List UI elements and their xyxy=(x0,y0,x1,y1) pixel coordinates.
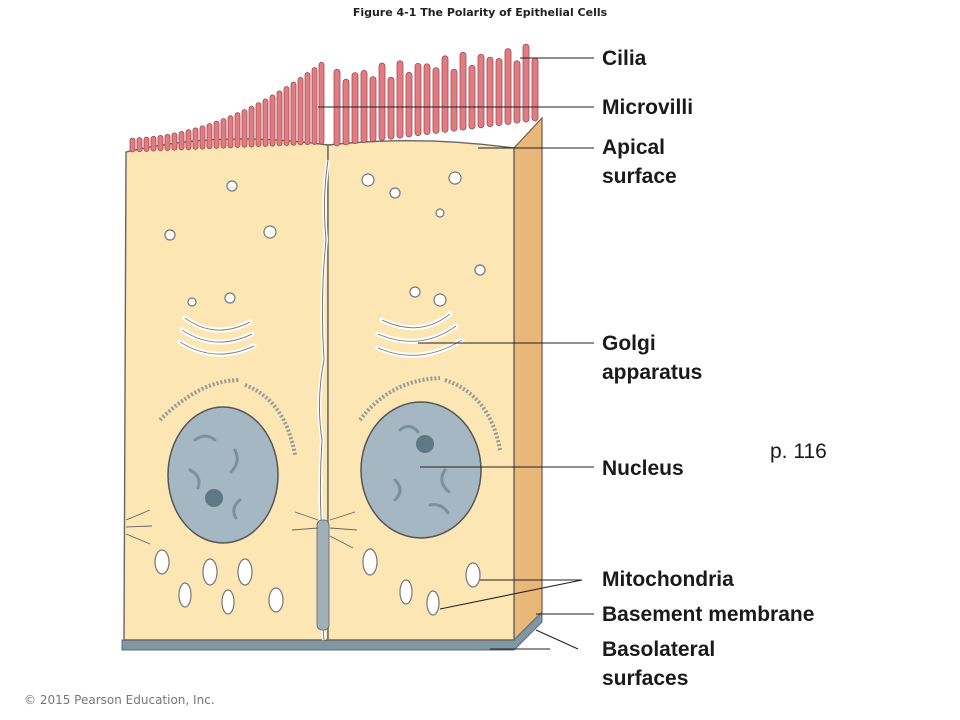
microvillus xyxy=(157,134,164,152)
vesicles xyxy=(164,171,486,307)
cilium xyxy=(369,76,377,142)
microvillus xyxy=(276,90,283,147)
nucleus-right xyxy=(360,401,482,539)
microvillus xyxy=(136,137,143,153)
cilium xyxy=(405,71,413,138)
microvillus xyxy=(227,115,234,149)
microvillus xyxy=(241,109,248,148)
chromatin xyxy=(188,425,451,520)
microvillus xyxy=(304,72,311,146)
cilium xyxy=(450,68,458,132)
label-apical-surface: Apical surface xyxy=(602,136,677,188)
golgi-right-outline xyxy=(377,313,463,356)
label-mitochondria: Mitochondria xyxy=(602,568,734,591)
microvillus xyxy=(185,129,192,151)
endoplasmic-reticulum xyxy=(158,376,502,456)
label-golgi-apparatus: Golgi apparatus xyxy=(602,332,703,384)
microvillus xyxy=(255,102,262,148)
microvillus xyxy=(164,133,171,151)
mitochondria xyxy=(154,548,481,616)
microvillus xyxy=(234,112,241,149)
microvillus xyxy=(206,123,213,150)
leader-lines xyxy=(318,57,594,650)
microvillus xyxy=(150,135,157,152)
cilium xyxy=(342,78,350,146)
microvillus xyxy=(220,118,227,149)
label-basolateral-surfaces: Basolateral surfaces xyxy=(602,638,716,690)
cilium xyxy=(459,51,467,131)
right-cell xyxy=(327,139,515,641)
microvillus xyxy=(192,127,199,150)
cilium xyxy=(531,57,539,122)
label-nucleus: Nucleus xyxy=(602,457,684,480)
nucleus-left xyxy=(167,406,279,544)
cell-junction xyxy=(316,519,330,631)
microvilli xyxy=(129,61,325,153)
microvillus xyxy=(213,120,220,149)
label-microvilli: Microvilli xyxy=(602,96,694,119)
nucleolus-left xyxy=(205,489,223,507)
microvillus xyxy=(178,130,185,151)
microvillus xyxy=(262,98,269,147)
microvillus xyxy=(311,67,318,145)
cilium xyxy=(495,58,503,126)
page-reference: p. 116 xyxy=(770,440,827,463)
cilium xyxy=(513,60,521,124)
side-face xyxy=(513,116,543,642)
cilium xyxy=(387,76,395,140)
cilium xyxy=(396,60,404,139)
microvillus xyxy=(129,137,136,153)
microvillus xyxy=(269,94,276,147)
cilium xyxy=(441,55,449,133)
label-cilia: Cilia xyxy=(602,47,647,70)
microvillus xyxy=(248,105,255,148)
copyright: © 2015 Pearson Education, Inc. xyxy=(24,693,215,707)
microvillus xyxy=(318,61,325,145)
cilium xyxy=(351,72,359,145)
cilium xyxy=(522,43,530,123)
cilium xyxy=(378,62,386,141)
junction-fibers xyxy=(125,509,358,549)
golgi-left-outline xyxy=(179,317,255,355)
cilium xyxy=(414,62,422,137)
microvillus xyxy=(283,86,290,146)
cilium xyxy=(486,56,494,128)
cilium xyxy=(504,48,512,125)
cilium xyxy=(477,53,485,129)
microvillus xyxy=(171,132,178,151)
cilium xyxy=(468,64,476,130)
microvillus xyxy=(297,77,304,146)
cilia xyxy=(333,43,539,147)
microvillus xyxy=(290,81,297,146)
label-basement-membrane: Basement membrane xyxy=(602,603,815,626)
cilium xyxy=(423,63,431,136)
microvillus xyxy=(199,125,206,150)
microvillus xyxy=(143,136,150,152)
cilium xyxy=(333,68,341,147)
cilium xyxy=(432,67,440,134)
nucleolus-right xyxy=(416,435,434,453)
figure-title: Figure 4-1 The Polarity of Epithelial Ce… xyxy=(352,6,608,19)
